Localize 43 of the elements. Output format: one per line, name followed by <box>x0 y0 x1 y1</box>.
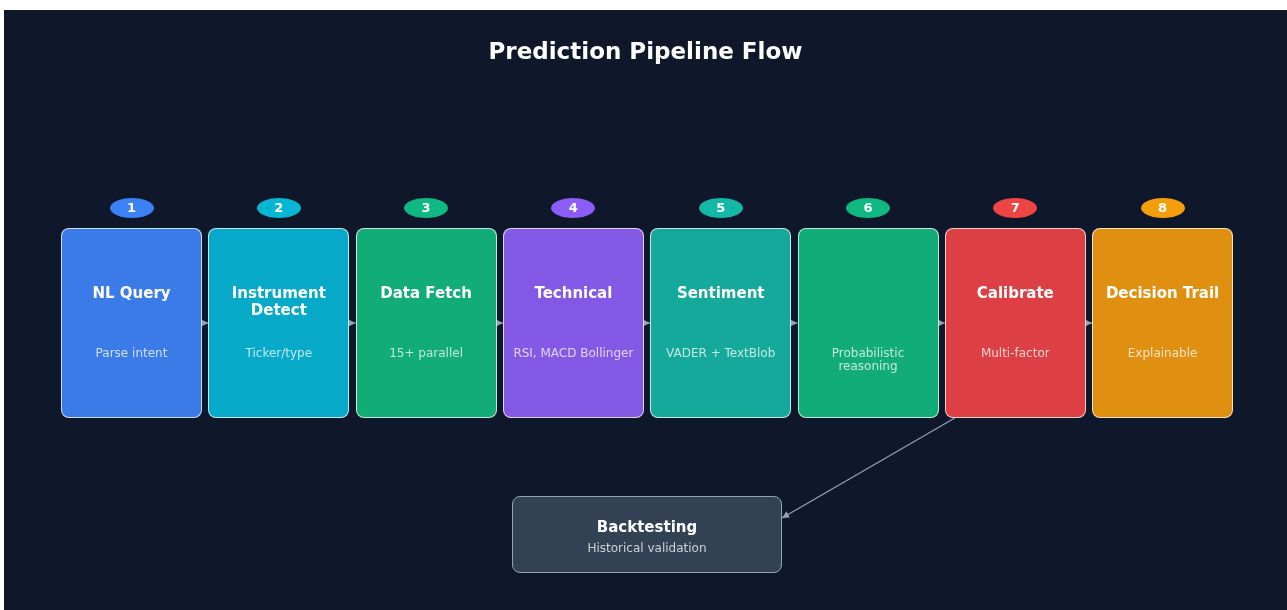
step-title: Decision Trail <box>1104 285 1221 302</box>
side-box <box>512 496 782 573</box>
process-box <box>944 228 1086 418</box>
step-title: Data Fetch <box>379 285 473 302</box>
diagram-title: Prediction Pipeline Flow <box>487 38 804 64</box>
step-description: 15+ parallel <box>388 347 464 360</box>
process-box <box>502 228 644 418</box>
step-title: Sentiment <box>675 285 766 302</box>
arrow <box>1084 319 1093 327</box>
step-number: 5 <box>698 198 743 218</box>
step-description: Historical validation <box>586 542 708 555</box>
process-box <box>797 228 939 418</box>
step-description: Probabilistic reasoning <box>830 347 906 373</box>
step-title: Technical <box>533 285 614 302</box>
process-box <box>61 228 202 418</box>
step-number: 7 <box>993 198 1038 218</box>
step-description: Explainable <box>1126 347 1199 360</box>
step-title: Calibrate <box>975 285 1055 302</box>
arrow <box>201 319 209 327</box>
step-title: Backtesting <box>595 519 699 536</box>
arrow <box>495 319 504 327</box>
arrow <box>643 319 651 327</box>
step-number: 2 <box>256 198 301 218</box>
process-box <box>650 228 792 418</box>
step-number: 1 <box>109 198 154 218</box>
step-description: Parse intent <box>94 347 169 360</box>
process-box <box>208 228 350 418</box>
step-description: RSI, MACD Bollinger <box>512 347 635 360</box>
arrow <box>790 319 799 327</box>
step-title: NL Query <box>91 285 172 302</box>
arrow <box>937 319 946 327</box>
step-title: Instrument Detect <box>230 285 327 319</box>
process-box <box>1092 228 1234 418</box>
step-number: 8 <box>1140 198 1185 218</box>
arrow <box>781 417 956 519</box>
step-number: 6 <box>846 198 890 218</box>
step-description: Ticker/type <box>244 347 314 360</box>
arrow <box>348 319 357 327</box>
step-description: Multi-factor <box>979 347 1051 360</box>
step-number: 3 <box>404 198 449 218</box>
step-description: VADER + TextBlob <box>665 347 777 360</box>
step-number: 4 <box>551 198 596 218</box>
process-box <box>355 228 497 418</box>
